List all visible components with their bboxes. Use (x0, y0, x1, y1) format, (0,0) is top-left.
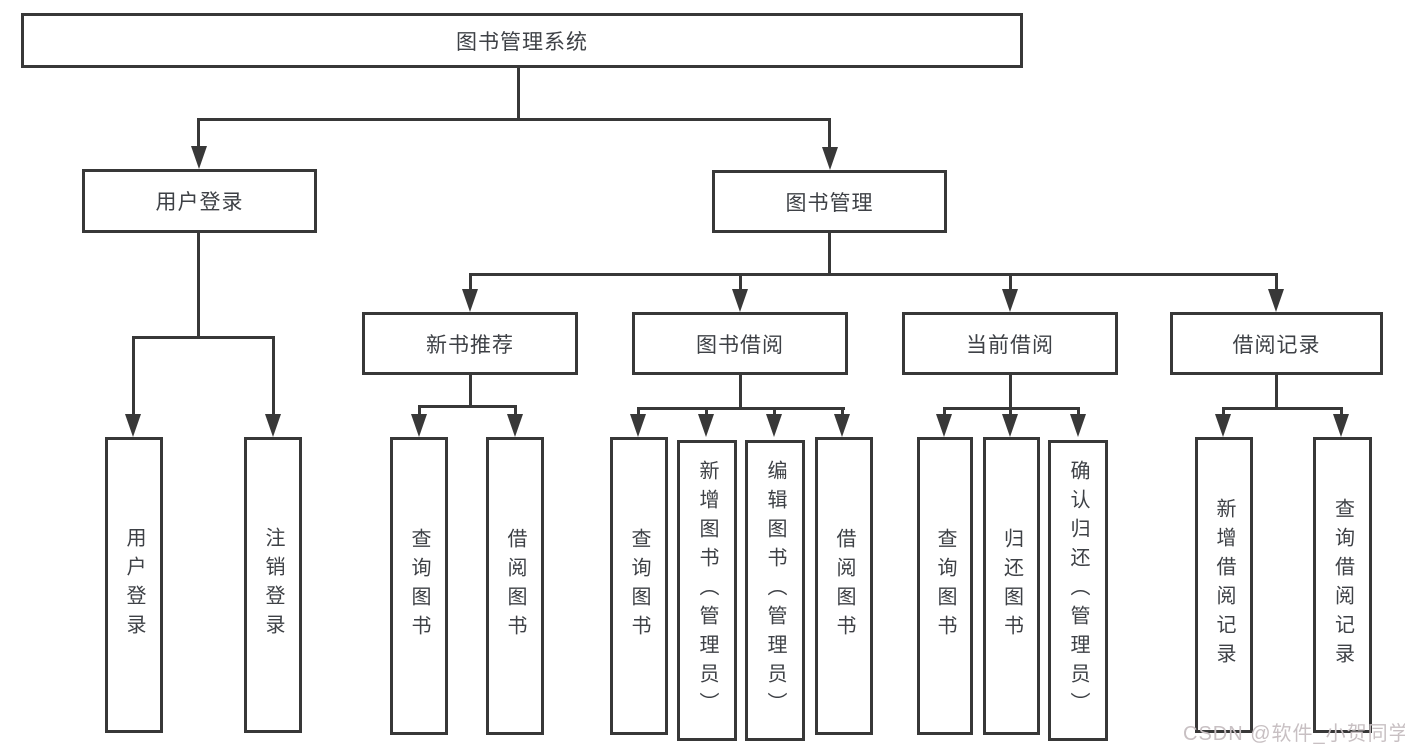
connector-line (1222, 407, 1343, 410)
arrow-down-icon (766, 414, 782, 437)
node-leaf-edit-book-admin: 编辑图书（管理员） (745, 440, 805, 741)
arrow-down-icon (630, 414, 646, 437)
connector-line (469, 375, 472, 407)
connector-line (197, 118, 831, 121)
connector-line (132, 336, 275, 339)
node-leaf-user-login: 用户登录 (105, 437, 163, 733)
node-label: 图书管理系统 (456, 30, 588, 54)
node-current-borrowing: 当前借阅 (902, 312, 1118, 375)
connector-line (1275, 375, 1278, 409)
connector-line (739, 375, 742, 409)
arrow-down-icon (1002, 289, 1018, 312)
node-leaf-query-books-borrow: 查询图书 (610, 437, 668, 735)
node-label: 借阅图书 (833, 528, 855, 644)
node-label: 图书管理 (785, 191, 874, 215)
arrow-down-icon (822, 147, 838, 170)
node-label: 查询借阅记录 (1331, 498, 1354, 672)
node-label: 借阅记录 (1232, 333, 1321, 357)
node-label: 新增借阅记录 (1213, 498, 1235, 672)
node-leaf-logout: 注销登录 (244, 437, 302, 733)
node-label: 用户登录 (155, 191, 244, 214)
node-leaf-return-books: 归还图书 (983, 437, 1040, 735)
node-library-system: 图书管理系统 (21, 13, 1023, 68)
node-user-login: 用户登录 (82, 169, 317, 233)
arrow-down-icon (834, 414, 850, 437)
arrow-down-icon (936, 414, 952, 437)
connector-line (514, 405, 517, 416)
arrow-down-icon (125, 414, 141, 437)
connector-line (1340, 407, 1343, 416)
node-label: 用户登录 (123, 527, 145, 643)
node-new-book-recommendation: 新书推荐 (362, 312, 578, 375)
connector-line (1222, 407, 1225, 416)
arrow-down-icon (1215, 414, 1231, 437)
node-label: 新增图书（管理员） (696, 460, 718, 721)
node-leaf-add-book-admin: 新增图书（管理员） (677, 440, 737, 741)
node-label: 查询图书 (934, 528, 956, 644)
connector-line (197, 233, 200, 338)
connector-line (418, 405, 421, 416)
connector-line (1009, 273, 1012, 291)
connector-line (1009, 375, 1012, 409)
arrow-down-icon (698, 414, 714, 437)
arrow-down-icon (191, 146, 207, 169)
node-label: 图书借阅 (696, 333, 784, 357)
node-leaf-borrow-books: 借阅图书 (815, 437, 873, 735)
connector-line (705, 407, 708, 416)
node-borrowing-records: 借阅记录 (1170, 312, 1383, 375)
connector-line (1077, 407, 1080, 416)
node-book-management: 图书管理 (712, 170, 947, 233)
node-label: 查询图书 (628, 528, 650, 644)
connector-line (739, 273, 742, 291)
arrow-down-icon (507, 414, 523, 437)
node-label: 借阅图书 (504, 528, 526, 644)
node-label: 查询图书 (408, 528, 430, 644)
arrow-down-icon (265, 414, 281, 437)
connector-line (637, 407, 845, 410)
node-leaf-query-books-recommend: 查询图书 (390, 437, 448, 735)
node-label: 归还图书 (1000, 528, 1023, 644)
connector-line (828, 233, 831, 275)
connector-line (828, 118, 831, 148)
connector-line (197, 118, 200, 148)
arrow-down-icon (1070, 414, 1086, 437)
connector-line (637, 407, 640, 416)
node-label: 当前借阅 (966, 333, 1054, 357)
node-leaf-borrow-books-recommend: 借阅图书 (486, 437, 544, 735)
node-book-borrowing: 图书借阅 (632, 312, 848, 375)
connector-line (132, 336, 135, 416)
arrow-down-icon (411, 414, 427, 437)
connector-line (1009, 407, 1012, 416)
node-label: 新书推荐 (426, 333, 514, 357)
arrow-down-icon (462, 289, 478, 312)
csdn-watermark: CSDN @软件_小贺同学 (1183, 723, 1405, 745)
node-leaf-confirm-return-admin: 确认归还（管理员） (1048, 440, 1108, 741)
connector-line (841, 407, 844, 416)
node-leaf-query-borrow-record: 查询借阅记录 (1313, 437, 1372, 733)
connector-line (418, 405, 517, 408)
arrow-down-icon (1002, 414, 1018, 437)
node-leaf-add-borrow-record: 新增借阅记录 (1195, 437, 1253, 733)
connector-line (773, 407, 776, 416)
arrow-down-icon (1268, 289, 1284, 312)
arrow-down-icon (1333, 414, 1349, 437)
connector-line (469, 273, 1278, 276)
connector-line (272, 336, 275, 416)
connector-line (469, 273, 472, 291)
connector-line (943, 407, 946, 416)
node-label: 注销登录 (262, 527, 284, 643)
node-label: 编辑图书（管理员） (764, 460, 786, 721)
arrow-down-icon (732, 289, 748, 312)
connector-line (1275, 273, 1278, 291)
node-leaf-query-books-current: 查询图书 (917, 437, 973, 735)
node-label: 确认归还（管理员） (1067, 460, 1089, 721)
connector-line (517, 68, 520, 120)
